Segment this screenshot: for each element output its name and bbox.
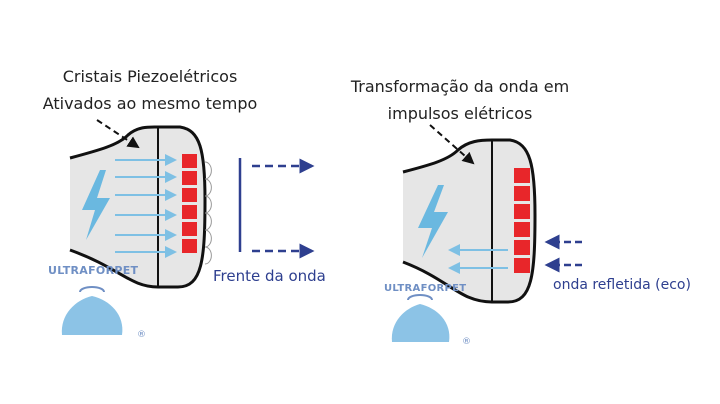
logo-figure-right [391, 294, 450, 342]
wave-front [238, 158, 315, 259]
piezo-crystals [514, 168, 530, 273]
lightning-icon [82, 170, 110, 240]
registered-mark-right: ® [462, 337, 471, 347]
wavelets [204, 161, 212, 265]
wave-front-label: Frente da onda [213, 267, 326, 285]
left-title-line2: Ativados ao mesmo tempo [42, 94, 258, 113]
registered-mark-left: ® [137, 330, 146, 340]
logo-text-left: ULTRAFORPET [48, 264, 139, 277]
logo-text-right: ULTRAFORPET [384, 283, 467, 294]
piezo-crystals [182, 154, 197, 253]
echo-arrows [544, 234, 582, 273]
right-title-line2: impulsos elétricos [387, 104, 533, 123]
right-title-line1: Transformação da onda em [350, 77, 570, 96]
emitted-arrows [115, 154, 177, 258]
left-title-line1: Cristais Piezoelétricos [62, 67, 238, 86]
lightning-icon [418, 185, 448, 258]
right-probe [402, 124, 537, 304]
logo-figure-left [61, 286, 123, 335]
electric-impulse-arrows [448, 244, 508, 274]
echo-label: onda refletida (eco) [553, 277, 691, 293]
left-probe [69, 119, 212, 289]
